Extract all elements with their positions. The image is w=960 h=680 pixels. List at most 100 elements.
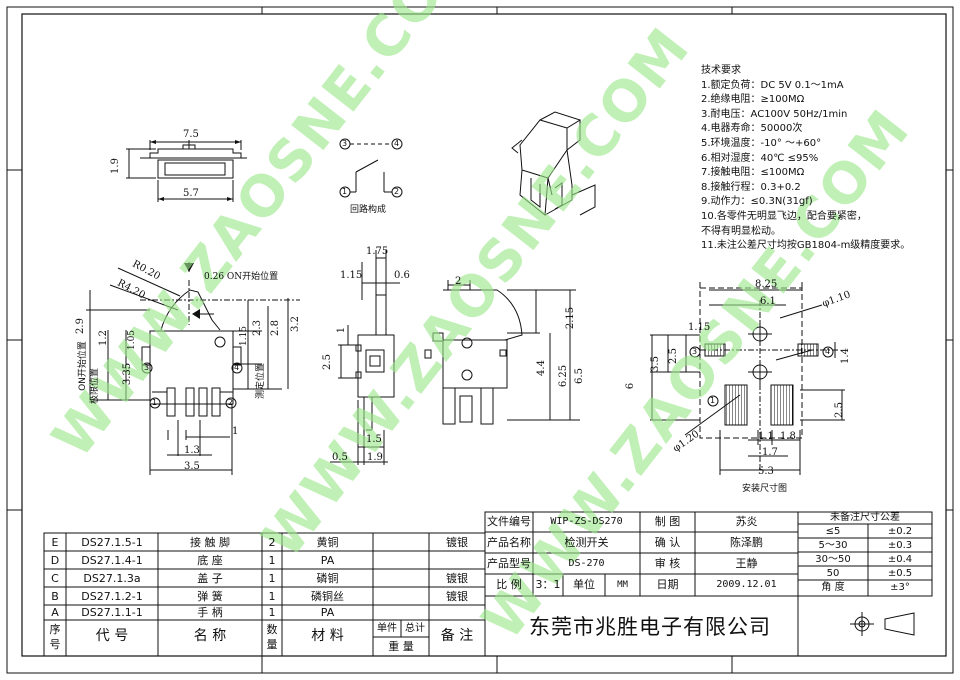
pin-label: 3 bbox=[692, 347, 698, 356]
tolerance-range: 50 bbox=[826, 568, 840, 579]
dim-label: 1.1 bbox=[758, 431, 774, 442]
product-name: 检测开关 bbox=[564, 536, 609, 549]
tolerance-range: 30～50 bbox=[815, 554, 851, 565]
dim-label: 3.5 bbox=[649, 356, 661, 372]
pcb-caption: 安装尺寸图 bbox=[742, 484, 788, 494]
dim-label: 1.75 bbox=[366, 246, 389, 257]
bom-qty: 2 bbox=[268, 536, 276, 549]
tolerance-value: ±0.2 bbox=[887, 526, 913, 537]
doc-no: WIP-ZS-DS270 bbox=[550, 516, 623, 527]
dim-label: 3.2 bbox=[289, 316, 301, 332]
bom-header-material: 材 料 bbox=[311, 628, 344, 644]
tolerance-value: ±0.5 bbox=[887, 568, 913, 579]
bom-material: PA bbox=[320, 554, 335, 567]
dim-label: 1.15 bbox=[340, 270, 363, 281]
bom-code: DS27.1.3a bbox=[83, 572, 141, 585]
bom-note: 镀银 bbox=[446, 536, 468, 549]
bom-code: DS27.1.4-1 bbox=[81, 554, 143, 567]
tech-item: 11.未注公差尺寸均按GB1804-m级精度要求。 bbox=[701, 240, 911, 252]
dim-label: 6.25 bbox=[558, 364, 570, 388]
position-label: ON开始位置 bbox=[77, 341, 88, 391]
tech-item: 10.各零件无明显飞边，配合要紧密， bbox=[701, 210, 867, 222]
dim-label: 1.9 bbox=[109, 158, 121, 174]
pin-label: 1 bbox=[152, 398, 158, 407]
dim-label: 1.8 bbox=[780, 431, 796, 442]
pin-label: 1 bbox=[342, 187, 348, 196]
confirm-label: 确 认 bbox=[654, 536, 681, 549]
dim-label: 1 bbox=[232, 426, 239, 437]
dim-label: 1.15 bbox=[688, 322, 711, 333]
dim-label: 1.15 bbox=[239, 325, 250, 347]
pin-label: 4 bbox=[234, 363, 240, 372]
tech-item: 7.接触电阻：≤100MΩ bbox=[701, 167, 805, 179]
pin-label: 1 bbox=[710, 396, 716, 405]
model: DS-270 bbox=[568, 558, 605, 569]
bom-material: 黄铜 bbox=[316, 536, 339, 549]
dim-label: 8.25 bbox=[755, 279, 778, 290]
confirm-value: 陈泽鹏 bbox=[730, 536, 763, 549]
bom-idx: C bbox=[51, 572, 59, 585]
tolerance-title: 未备注尺寸公差 bbox=[830, 512, 900, 523]
bom-material: 磷铜丝 bbox=[311, 590, 344, 603]
tech-item: 8.接触行程：0.3+0.2 bbox=[701, 181, 801, 193]
bom-header-name: 名 称 bbox=[193, 628, 227, 644]
company-name: 东莞市兆胜电子有限公司 bbox=[529, 615, 771, 639]
bom-code: DS27.1.2-1 bbox=[81, 590, 143, 603]
dim-label: 2.15 bbox=[565, 306, 577, 330]
bom-idx: A bbox=[51, 606, 59, 619]
dim-label: 5.3 bbox=[758, 466, 774, 477]
tech-item: 不得有明显松动。 bbox=[701, 225, 781, 237]
dim-label: 2.8 bbox=[269, 320, 281, 336]
pin-label: 2 bbox=[394, 187, 400, 196]
bom-name: 弹 簧 bbox=[197, 590, 223, 603]
scale-label: 比 例 bbox=[496, 578, 522, 591]
dim-label: 0.5 bbox=[332, 452, 348, 463]
draw-label: 制 图 bbox=[654, 515, 681, 528]
bom-name: 手 柄 bbox=[197, 606, 223, 619]
bom-header-total: 总计 bbox=[405, 623, 425, 634]
bom-qty: 1 bbox=[268, 606, 276, 619]
bom-qty: 1 bbox=[268, 590, 276, 603]
bom-code: DS27.1.5-1 bbox=[81, 536, 143, 549]
bom-name: 底 座 bbox=[197, 554, 223, 567]
tolerance-value: ±3° bbox=[890, 582, 910, 593]
bom-name: 接 触 脚 bbox=[190, 536, 230, 549]
dim-label: 4.4 bbox=[535, 360, 547, 376]
tech-item: 4.电器寿命：50000次 bbox=[701, 123, 803, 135]
dim-label: 1.7 bbox=[762, 447, 778, 458]
tech-item: 6.相对湿度：40℃ ≤95% bbox=[701, 152, 819, 164]
pin-label: 3 bbox=[144, 363, 150, 372]
dim-label: 5.7 bbox=[183, 188, 199, 199]
tolerance-range: 角 度 bbox=[821, 582, 845, 593]
tech-item: 2.绝缘电阻：≥100MΩ bbox=[701, 94, 805, 106]
position-label: 极限位置 bbox=[90, 367, 101, 405]
dim-label: 3.35 bbox=[122, 362, 134, 386]
dim-label: 6.5 bbox=[573, 368, 585, 384]
bom-header-note: 备 注 bbox=[440, 628, 474, 644]
dim-label: 1.05 bbox=[127, 329, 138, 351]
bom-qty: 1 bbox=[268, 554, 276, 567]
dim-label: 1.9 bbox=[367, 452, 383, 463]
bom-header-unit: 单件 bbox=[377, 623, 397, 634]
dim-label: 2.9 bbox=[74, 318, 86, 334]
dim-label: 2.5 bbox=[321, 354, 333, 370]
tech-requirements: 技术要求 1.额定负荷：DC 5V 0.1～1mA 2.绝缘电阻：≥100MΩ … bbox=[701, 64, 951, 254]
dim-label: 2.5 bbox=[833, 402, 845, 418]
model-label: 产品型号 bbox=[487, 557, 531, 570]
dim-label: 3.5 bbox=[184, 461, 200, 472]
date-label: 日期 bbox=[656, 578, 679, 591]
dim-label: 1.5 bbox=[366, 434, 382, 445]
tech-item: 9.动作力：≤0.3N(31gf) bbox=[701, 196, 813, 208]
date: 2009.12.01 bbox=[716, 579, 777, 590]
bom-idx: B bbox=[51, 590, 59, 603]
bom-note: 镀银 bbox=[446, 590, 468, 603]
bom-note: 镀银 bbox=[446, 572, 468, 585]
tech-item: 1.额定负荷：DC 5V 0.1～1mA bbox=[701, 79, 844, 91]
product-name-label: 产品名称 bbox=[487, 536, 531, 549]
unit: MM bbox=[617, 580, 628, 590]
bom-code: DS27.1.1-1 bbox=[81, 606, 143, 619]
pin-label: 2 bbox=[228, 398, 234, 407]
draw-value: 苏炎 bbox=[735, 515, 758, 528]
